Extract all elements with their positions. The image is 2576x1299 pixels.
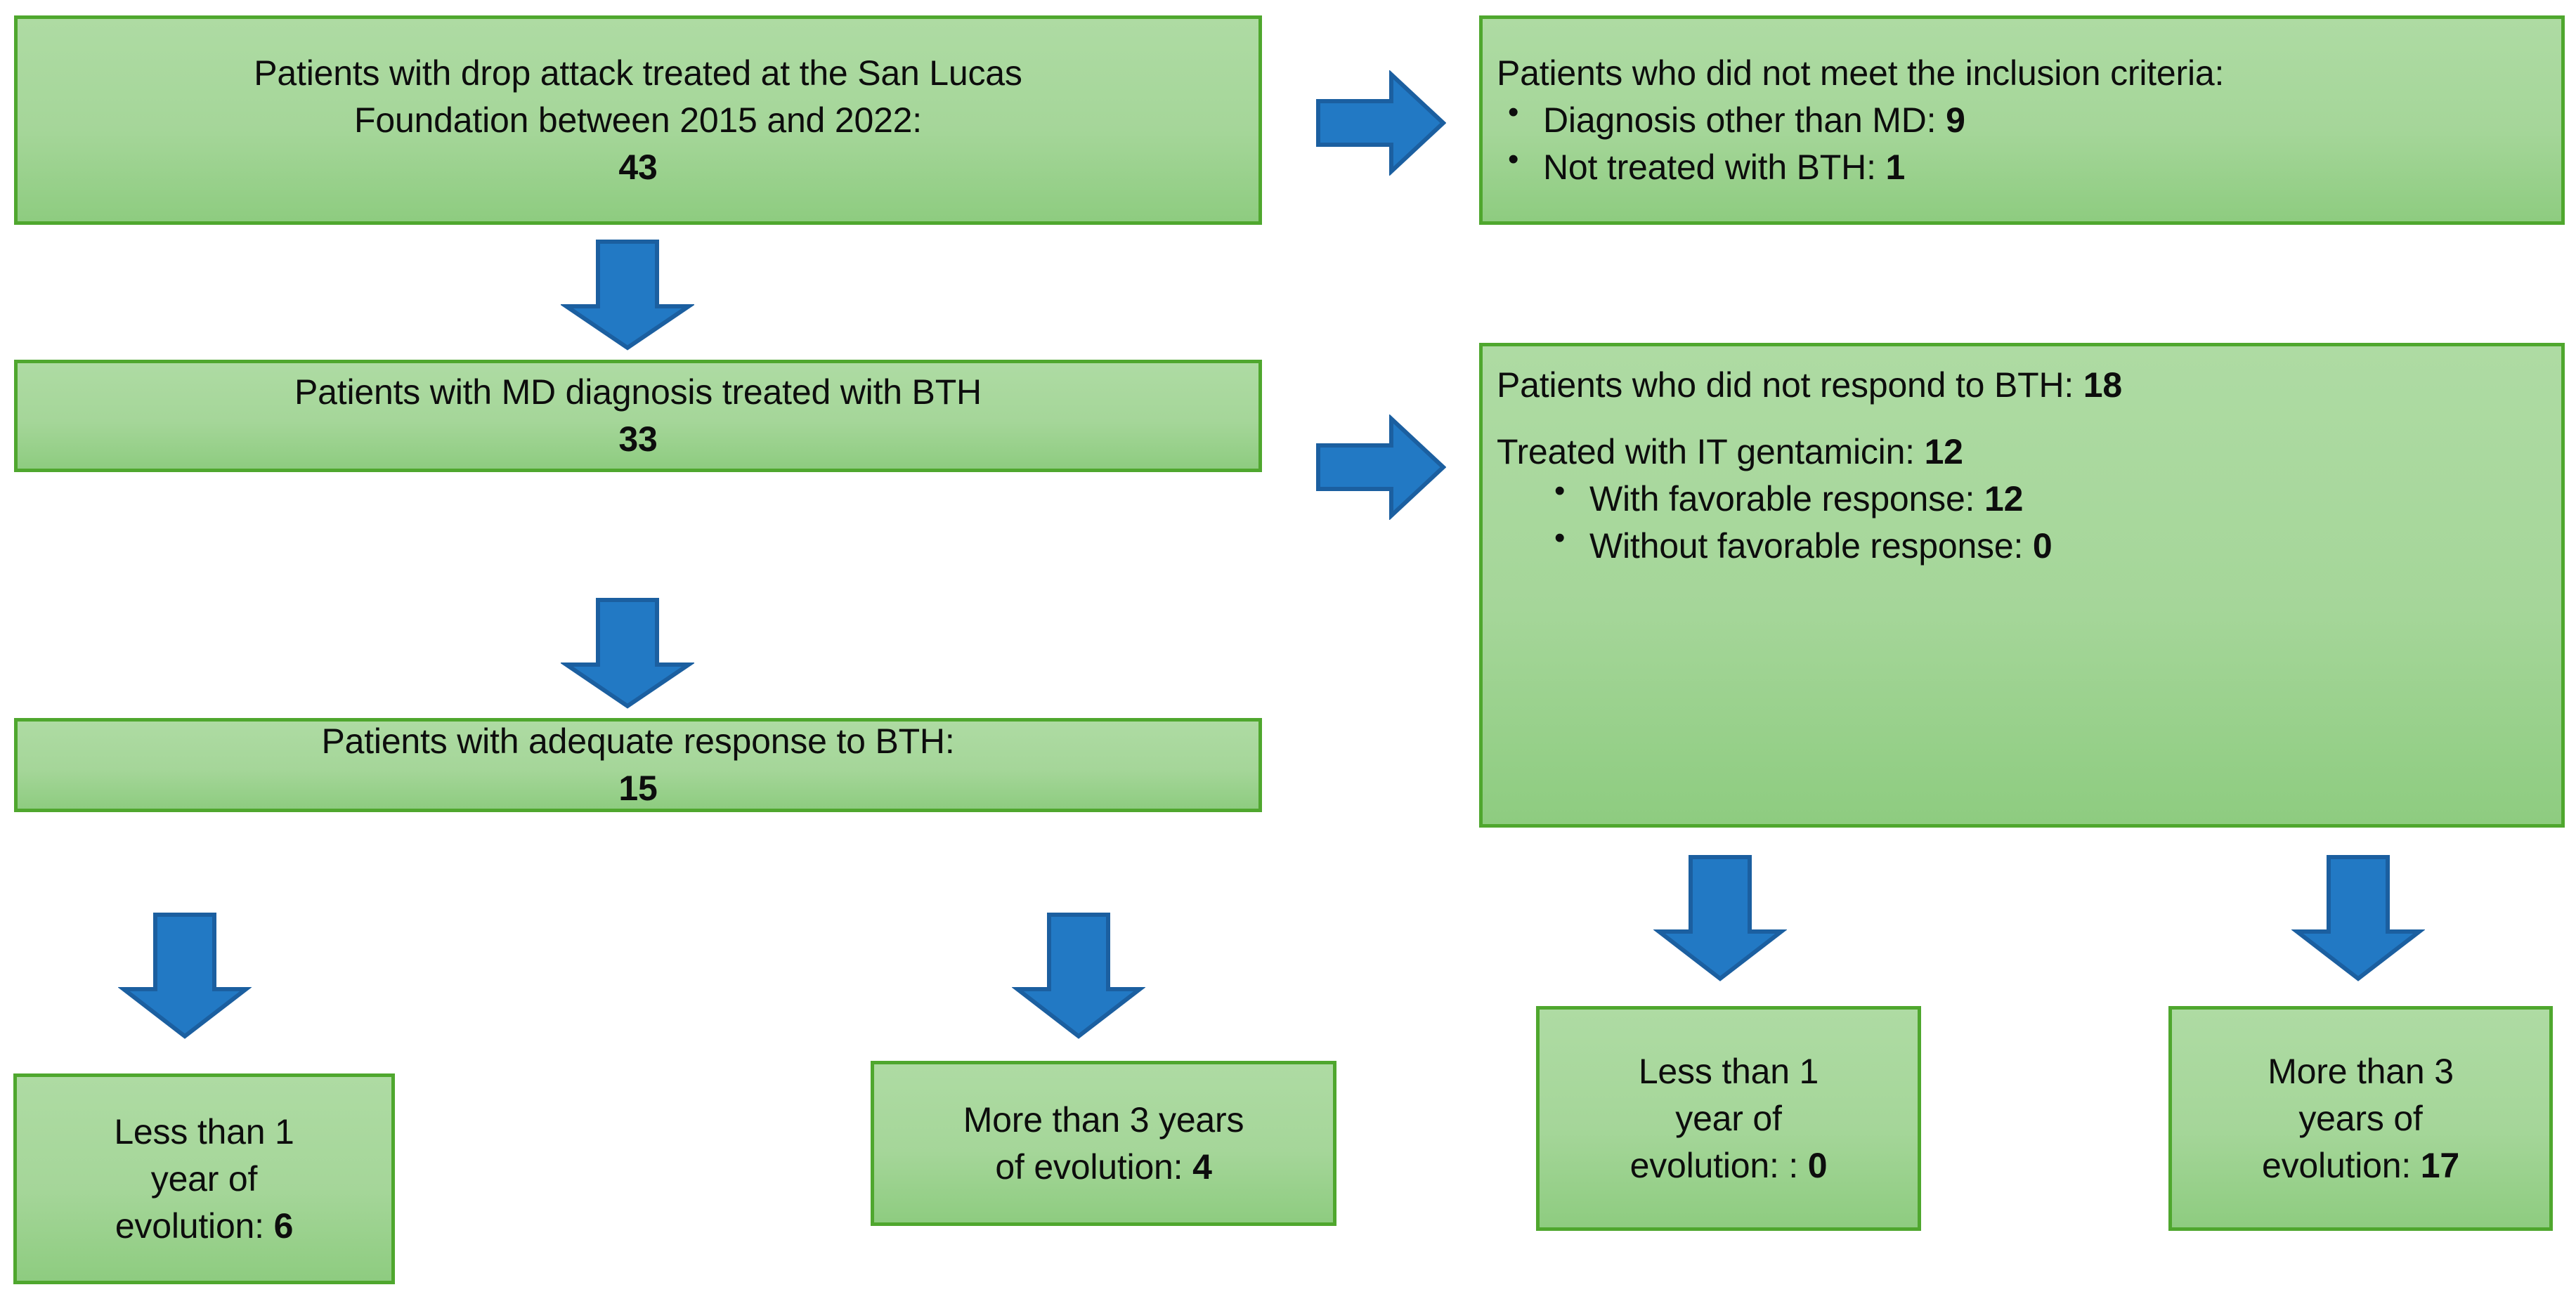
arrow-gentamicin-to-less-than-1-year-icon: [1653, 854, 1787, 982]
non-responders-item-0-count: 12: [1984, 478, 2024, 518]
excluded-item-1-count: 1: [1885, 147, 1906, 187]
excluded-item-0-label: Diagnosis other than MD:: [1543, 100, 1937, 140]
box-bth-more-than-3-years: More than 3 years of evolution: 4: [871, 1061, 1336, 1226]
excluded-item-1-label: Not treated with BTH:: [1543, 147, 1876, 187]
gent-lt1-line1: Less than 1: [1638, 1051, 1819, 1091]
bth-lt1-line2: year of: [150, 1158, 258, 1199]
arrow-cohort-to-excluded-icon: [1315, 70, 1446, 176]
non-responders-line2-label: Treated with IT gentamicin:: [1497, 431, 1915, 471]
box-adequate-response: Patients with adequate response to BTH: …: [14, 718, 1262, 812]
bth-lt1-line1: Less than 1: [114, 1111, 294, 1151]
non-responders-spacer: [1497, 409, 2549, 429]
gent-lt1-line3: evolution: : 0: [1549, 1142, 1908, 1189]
arrow-cohort-to-md-treated-icon: [561, 239, 694, 351]
non-responders-item-1-count: 0: [2032, 526, 2053, 566]
gent-gt3-line3-label: evolution:: [2262, 1145, 2412, 1185]
non-responders-item-1-label: Without favorable response:: [1589, 526, 2024, 566]
arrow-md-treated-to-non-responders-icon: [1315, 414, 1446, 520]
cohort-total-line1: Patients with drop attack treated at the…: [254, 53, 1022, 93]
box-cohort-total: Patients with drop attack treated at the…: [14, 15, 1262, 225]
cohort-total-count: 43: [618, 147, 658, 187]
adequate-response-count: 15: [618, 769, 658, 808]
arrow-md-treated-to-adequate-response-icon: [561, 597, 694, 710]
gent-gt3-line3: evolution: 17: [2182, 1142, 2539, 1189]
arrow-adequate-to-more-than-3-years-icon: [1012, 912, 1145, 1040]
bth-gt3-line2: of evolution: 4: [887, 1144, 1320, 1191]
gent-gt3-count: 17: [2420, 1145, 2459, 1185]
gent-lt1-count: 0: [1807, 1145, 1828, 1185]
box-gent-less-than-1-year: Less than 1 year of evolution: : 0: [1536, 1006, 1921, 1231]
box-gent-more-than-3-years: More than 3 years of evolution: 17: [2168, 1006, 2553, 1231]
adequate-response-line1: Patients with adequate response to BTH:: [321, 722, 955, 761]
excluded-heading: Patients who did not meet the inclusion …: [1497, 53, 2225, 93]
gent-gt3-line1: More than 3: [2268, 1051, 2454, 1091]
gent-gt3-line2: years of: [2298, 1098, 2423, 1138]
bth-gt3-line1: More than 3 years: [963, 1099, 1244, 1140]
arrow-adequate-to-less-than-1-year-icon: [118, 912, 252, 1040]
excluded-item-0-count: 9: [1946, 100, 1965, 140]
md-treated-count: 33: [618, 419, 658, 459]
bth-lt1-line3-label: evolution:: [115, 1206, 264, 1246]
list-item: Not treated with BTH: 1: [1497, 143, 2549, 191]
non-responders-line2: Treated with IT gentamicin: 12: [1497, 429, 2549, 476]
cohort-total-line2: Foundation between 2015 and 2022:: [354, 100, 922, 140]
md-treated-line1: Patients with MD diagnosis treated with …: [294, 372, 982, 412]
bth-gt3-line2-label: of evolution:: [995, 1147, 1183, 1187]
non-responders-item-0-label: With favorable response:: [1589, 478, 1975, 518]
non-responders-line1-count: 18: [2083, 365, 2122, 405]
gent-lt1-line2: year of: [1675, 1098, 1782, 1138]
box-excluded: Patients who did not meet the inclusion …: [1479, 15, 2565, 225]
box-md-treated: Patients with MD diagnosis treated with …: [14, 360, 1262, 472]
box-bth-less-than-1-year: Less than 1 year of evolution: 6: [13, 1073, 395, 1284]
bth-lt1-count: 6: [273, 1206, 294, 1246]
excluded-bullet-list: Diagnosis other than MD: 9 Not treated w…: [1497, 96, 2549, 191]
list-item: Diagnosis other than MD: 9: [1497, 96, 2549, 144]
arrow-gentamicin-to-more-than-3-years-icon: [2291, 854, 2425, 982]
list-item: With favorable response: 12: [1497, 474, 2549, 523]
list-item: Without favorable response: 0: [1497, 521, 2549, 570]
bth-gt3-count: 4: [1192, 1147, 1212, 1187]
bth-lt1-line3: evolution: 6: [30, 1203, 379, 1250]
non-responders-bullet-list: With favorable response: 12 Without favo…: [1497, 474, 2549, 570]
non-responders-line2-count: 12: [1924, 431, 1963, 471]
non-responders-line1-label: Patients who did not respond to BTH:: [1497, 365, 2074, 405]
gent-lt1-line3-label: evolution: :: [1629, 1145, 1799, 1185]
non-responders-line1: Patients who did not respond to BTH: 18: [1497, 362, 2549, 409]
box-non-responders: Patients who did not respond to BTH: 18 …: [1479, 343, 2565, 828]
